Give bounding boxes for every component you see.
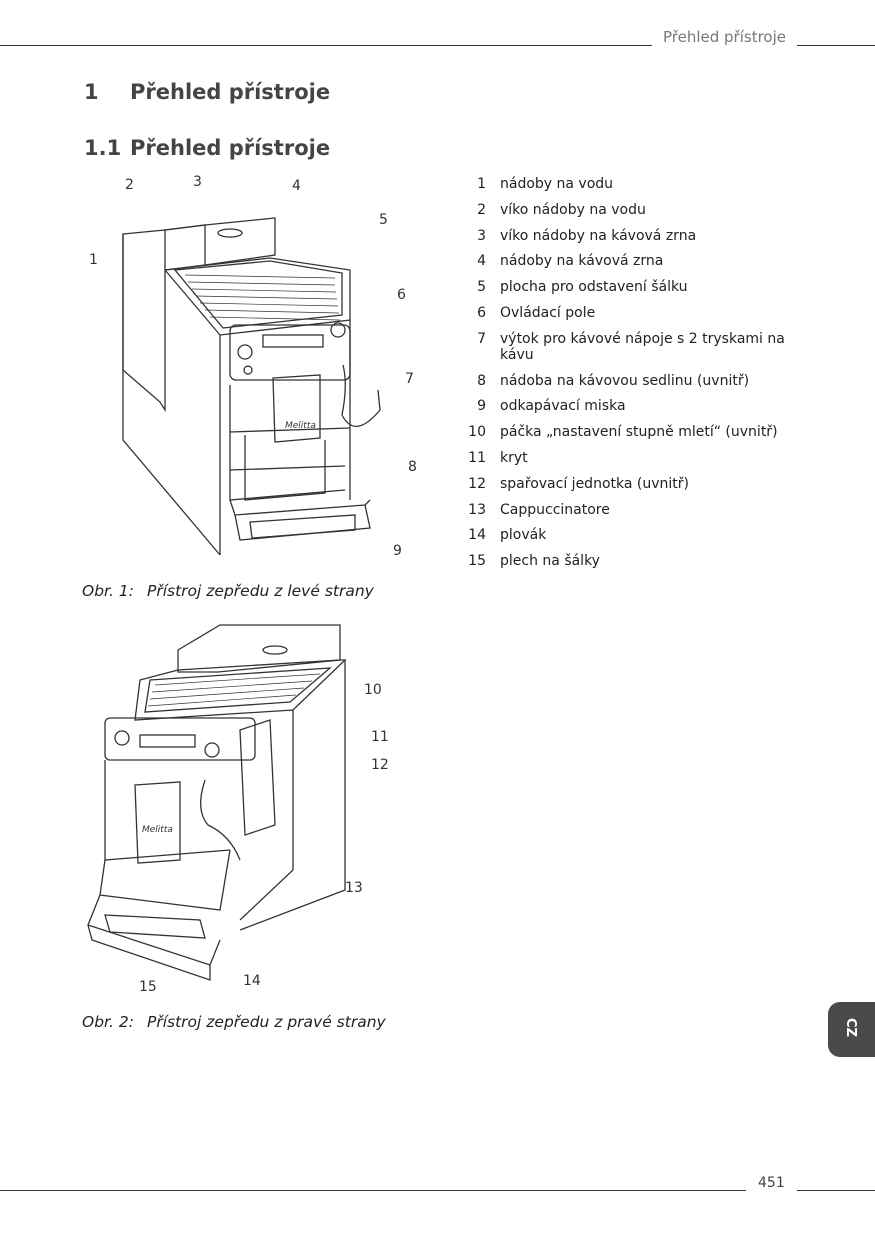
legend-item-number: 1 <box>477 176 486 192</box>
figure2-label: Obr. 2: <box>82 1013 134 1031</box>
legend-item-number: 15 <box>468 553 486 570</box>
callout-10: 10 <box>364 682 382 698</box>
legend-item-text: kryt <box>500 449 528 466</box>
legend-item-number: 12 <box>468 475 486 492</box>
footer-rule-right <box>797 1190 875 1191</box>
legend-item-text: víko nádoby na vodu <box>500 201 646 218</box>
callout-3: 3 <box>193 174 202 190</box>
legend-item-number: 6 <box>477 304 486 321</box>
subsection-number: 1.1 <box>84 136 122 160</box>
callout-13: 13 <box>345 880 363 896</box>
figure1-caption: Obr. 1: Přístroj zepředu z levé strany <box>82 582 374 600</box>
legend-item-text: výtok pro kávové nápoje s 2 tryskami na … <box>500 330 785 363</box>
legend-item-text: Ovládací pole <box>500 304 596 321</box>
legend-item-text: plovák <box>500 527 547 544</box>
callout-1: 1 <box>89 252 98 268</box>
callout-7: 7 <box>405 371 414 387</box>
figure1-caption-text: Přístroj zepředu z levé strany <box>147 582 374 600</box>
section-title: Přehled přístroje <box>130 80 331 104</box>
callout-4: 4 <box>292 178 301 194</box>
legend-item-text: víko nádoby na kávová zrna <box>500 227 697 244</box>
legend-item-text: spařovací jednotka (uvnitř) <box>500 475 689 492</box>
legend-item: 10 páčka „nastavení stupně mletí“ (uvnitř… <box>466 424 786 440</box>
legend-item: 6 Ovládací pole <box>466 305 786 321</box>
legend-item: 11 kryt <box>466 450 786 466</box>
callout-2: 2 <box>125 177 134 193</box>
legend-item: 12 spařovací jednotka (uvnitř) <box>466 476 786 492</box>
legend-item: 14 plovák <box>466 527 786 543</box>
legend-item-number: 11 <box>468 449 486 466</box>
subsection-title: Přehled přístroje <box>130 136 331 160</box>
legend-item: 15 plech na šálky <box>466 553 786 569</box>
legend-item-text: páčka „nastavení stupně mletí“ (uvnitř) <box>500 424 778 441</box>
legend-item-number: 3 <box>477 227 486 244</box>
legend-item-number: 5 <box>477 279 486 296</box>
running-title: Přehled přístroje <box>663 28 787 46</box>
legend-item-number: 9 <box>477 398 486 415</box>
figure2-caption-text: Přístroj zepředu z pravé strany <box>147 1013 386 1031</box>
callout-8: 8 <box>408 459 417 475</box>
legend-item: 8 nádoba na kávovou sedlinu (uvnitř) <box>466 373 786 389</box>
page-number: 451 <box>758 1175 785 1191</box>
legend-item: 4 nádoby na kávová zrna <box>466 253 786 269</box>
figure2-machine-illustration: Melitta <box>87 624 347 981</box>
legend-item-number: 8 <box>477 372 486 389</box>
legend-item: 13 Cappuccinatore <box>466 502 786 518</box>
legend-item: 1 nádoby na vodu <box>466 176 786 192</box>
language-tab-label: CZ <box>842 1018 858 1037</box>
callout-5: 5 <box>379 212 388 228</box>
callout-14: 14 <box>243 973 261 989</box>
legend-item-text: nádoby na vodu <box>500 176 614 192</box>
legend-item-number: 14 <box>468 527 486 544</box>
section-number: 1 <box>84 80 99 104</box>
figure1-machine-illustration: Melitta <box>122 217 381 556</box>
callout-15: 15 <box>139 979 157 995</box>
legend-item: 9 odkapávací miska <box>466 398 786 414</box>
legend-item: 3 víko nádoby na kávová zrna <box>466 228 786 244</box>
figure2-caption: Obr. 2: Přístroj zepředu z pravé strany <box>82 1013 386 1031</box>
legend-item-text: Cappuccinatore <box>500 501 610 518</box>
parts-legend: 1 nádoby na vodu 2 víko nádoby na vodu 3 víko… <box>466 176 786 579</box>
svg-text:Melitta: Melitta <box>142 825 173 835</box>
legend-item-text: nádoby na kávová zrna <box>500 253 664 270</box>
legend-item-text: plech na šálky <box>500 553 600 570</box>
legend-item: 7 výtok pro kávové nápoje s 2 tryskami na… <box>466 331 786 363</box>
callout-6: 6 <box>397 287 406 303</box>
header-rule-right <box>797 45 875 46</box>
legend-item-number: 7 <box>477 330 486 347</box>
language-tab: CZ <box>828 1002 875 1057</box>
legend-item-number: 10 <box>468 424 486 441</box>
legend-item: 5 plocha pro odstavení šálku <box>466 279 786 295</box>
legend-item-text: plocha pro odstavení šálku <box>500 279 688 296</box>
legend-item-number: 2 <box>477 201 486 218</box>
legend-item: 2 víko nádoby na vodu <box>466 202 786 218</box>
figure1-label: Obr. 1: <box>82 582 134 600</box>
legend-item-number: 13 <box>468 501 486 518</box>
svg-text:Melitta: Melitta <box>285 421 316 431</box>
callout-11: 11 <box>371 729 389 745</box>
footer-rule-left <box>0 1190 746 1191</box>
legend-item-text: odkapávací miska <box>500 398 626 415</box>
legend-item-number: 4 <box>477 253 486 270</box>
callout-9: 9 <box>393 543 402 559</box>
callout-12: 12 <box>371 757 389 773</box>
header-rule-left <box>0 45 652 46</box>
legend-item-text: nádoba na kávovou sedlinu (uvnitř) <box>500 372 750 389</box>
